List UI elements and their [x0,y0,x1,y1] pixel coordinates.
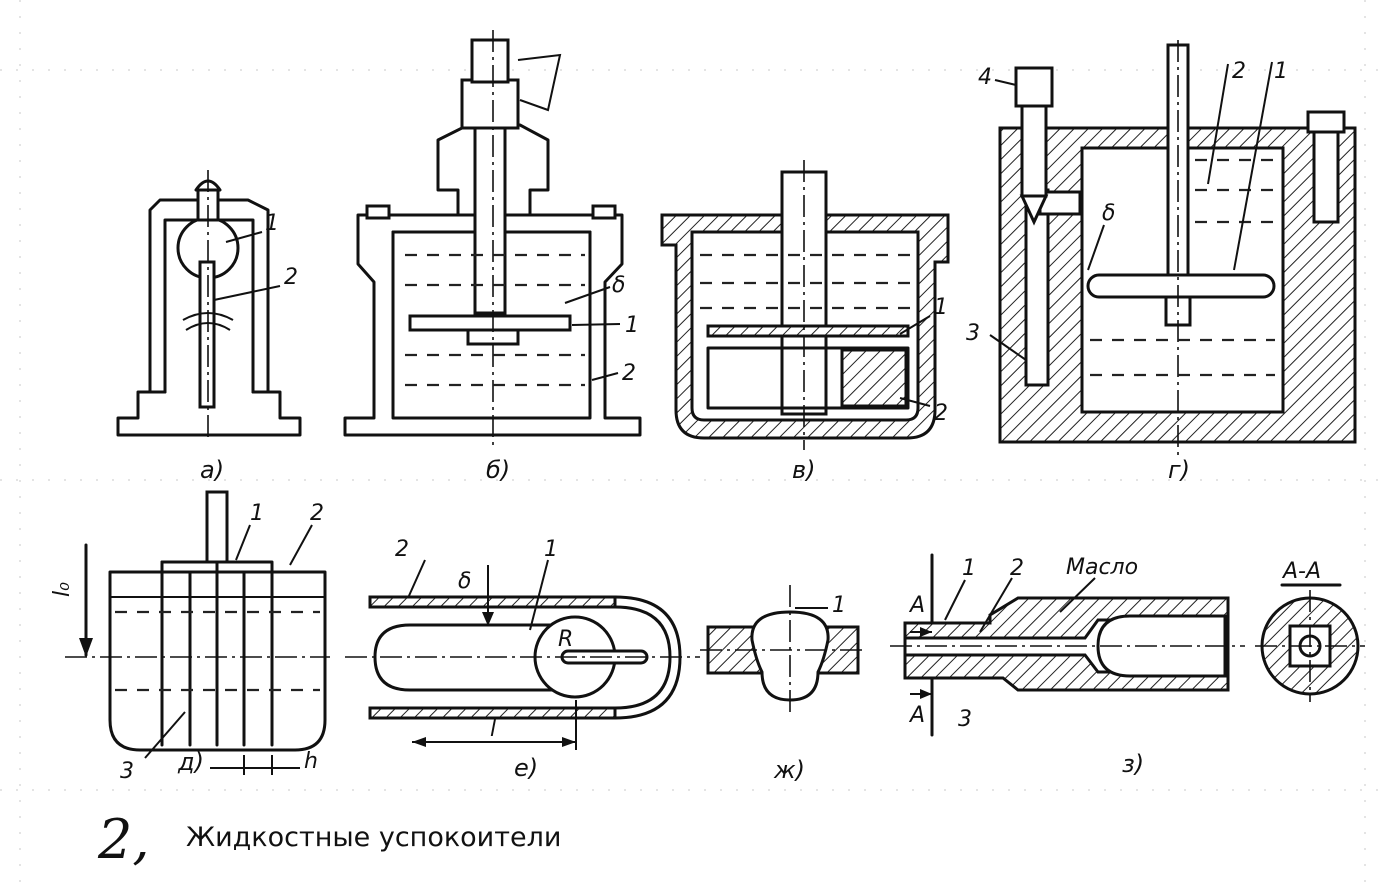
panel-a [116,170,302,440]
panel-captions: а) б) в) г) д) е) ж) з) [177,456,1190,784]
label-b-1: 1 [625,313,639,338]
panel-labels: 1 2 δ 1 2 1 2 4 2 1 δ 3 1 2 3 l₀ h 2 1 δ… [50,59,1321,784]
label-z-oil: Масло [1066,555,1138,580]
label-e-1: 1 [544,537,558,562]
caption-d: д) [177,748,204,776]
label-d-l0: l₀ [50,582,75,597]
label-e-2: 2 [395,537,409,562]
panel-g [989,40,1357,455]
label-z-2: 2 [1010,556,1024,581]
label-a-1: 1 [265,211,279,236]
caption-b: б) [486,456,510,484]
panel-b [343,30,642,450]
caption-e: е) [514,754,538,782]
caption-v: в) [792,456,816,484]
label-g-1: 1 [1274,59,1288,84]
panel-d [65,490,330,775]
caption-z: з) [1122,750,1144,778]
label-e-delta: δ [458,569,471,594]
label-d-2: 2 [310,501,324,526]
caption-g: г) [1168,456,1190,484]
label-b-delta: δ [612,273,625,298]
label-z-section: А-А [1281,559,1321,584]
label-d-h: h [304,749,318,774]
figure-title: 2, Жидкостные успокоители [97,808,561,871]
label-a-2: 2 [284,265,298,290]
label-e-R: R [558,627,573,652]
caption-a: а) [200,456,224,484]
label-b-2: 2 [622,361,636,386]
label-z-A-top: А [908,593,925,618]
label-g-3: 3 [966,321,980,346]
figure-caption: Жидкостные успокоители [186,822,561,853]
label-e-l: l [490,717,496,742]
label-z-A-bottom: А [908,703,925,728]
caption-zh: ж) [773,756,805,784]
label-g-delta: δ [1102,201,1115,226]
label-z-1: 1 [962,556,976,581]
label-zh-1: 1 [832,593,846,618]
label-d-3: 3 [120,759,134,784]
panel-e [345,559,700,750]
label-v-2: 2 [934,401,948,426]
panel-zh [700,585,865,712]
figure-number: 2, [97,808,150,871]
panel-z [890,553,1365,737]
label-z-3: 3 [958,707,972,732]
label-g-2: 2 [1232,59,1246,84]
label-g-4: 4 [978,65,992,90]
label-d-1: 1 [250,501,264,526]
label-v-1: 1 [934,295,948,320]
panel-v [660,160,950,450]
